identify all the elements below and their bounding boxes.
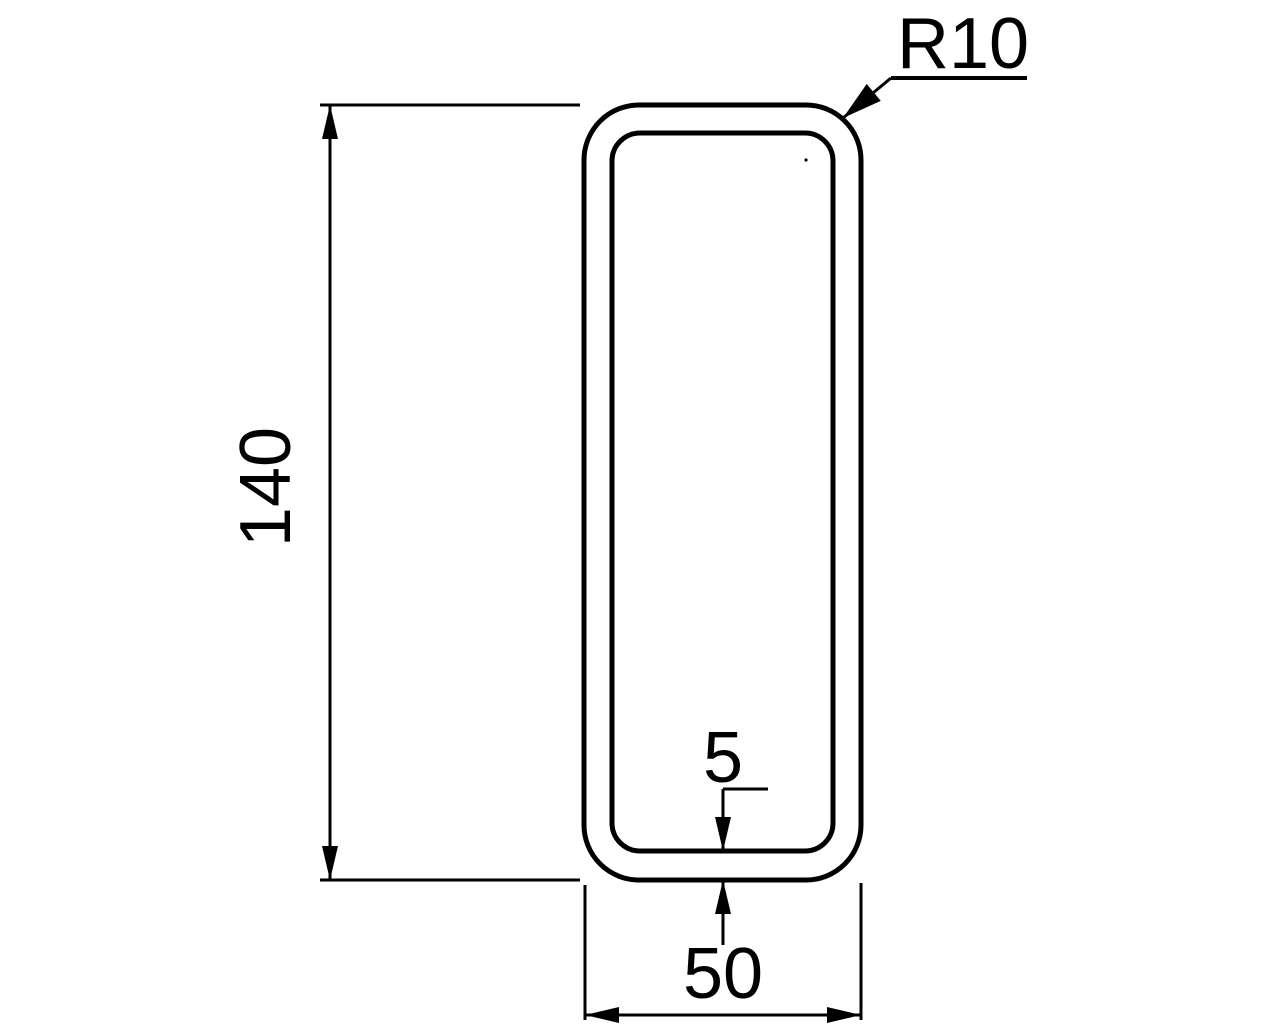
dimension-wall-thickness-5: 5 [703, 718, 768, 945]
dimension-height-140: 140 [226, 103, 580, 882]
callout-corner-radius-r10: R10 [842, 4, 1029, 120]
arrowhead-up-outer-wall [715, 880, 731, 914]
arrowhead-right [827, 1007, 861, 1023]
scan-artifact-dot [804, 158, 808, 162]
arrowhead-down-inner-wall [715, 817, 731, 851]
dimension-label-50: 50 [683, 934, 763, 1014]
arrowhead-r10 [843, 83, 881, 118]
dimension-width-50: 50 [583, 883, 863, 1023]
arrowhead-up [322, 105, 338, 139]
arrowhead-left [585, 1007, 619, 1023]
callout-label-r10: R10 [897, 4, 1029, 84]
arrowhead-down [322, 846, 338, 880]
dimension-label-140: 140 [226, 427, 306, 547]
dimension-label-5: 5 [703, 718, 743, 798]
